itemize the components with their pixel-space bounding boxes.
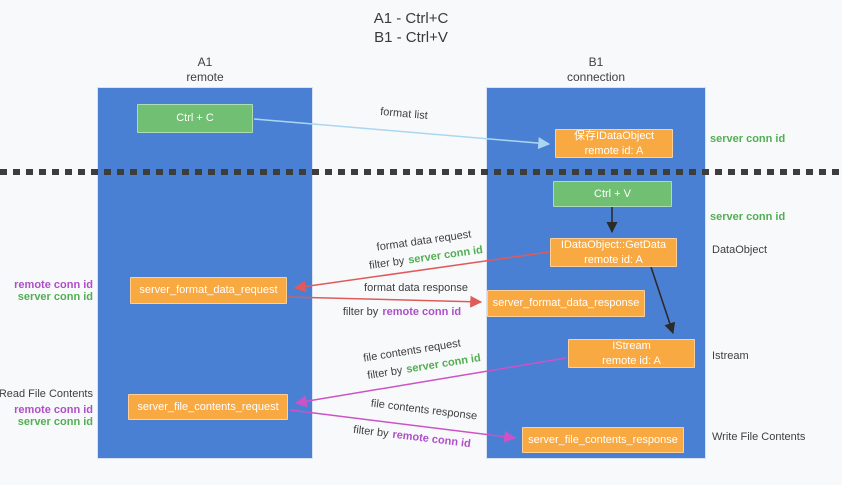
node-save-idataobject-line2: remote id: A xyxy=(584,144,644,157)
column-a1-role: remote xyxy=(186,70,224,84)
node-ctrl-c: Ctrl + C xyxy=(137,104,253,133)
remote-conn-id-highlight-1: remote conn id xyxy=(382,306,462,318)
column-header-a1: A1 remote xyxy=(97,55,313,85)
node-save-idataobject-line1: 保存IDataObject xyxy=(573,130,655,143)
node-ctrl-v: Ctrl + V xyxy=(553,181,672,207)
column-header-b1: B1 connection xyxy=(486,55,706,85)
label-write-file-contents: Write File Contents xyxy=(712,431,806,443)
node-server-format-data-response: server_format_data_response xyxy=(487,290,645,317)
node-server-file-contents-request: server_file_contents_request xyxy=(128,394,288,420)
node-file-request-label: server_file_contents_request xyxy=(137,400,279,413)
column-b1-name: B1 xyxy=(588,55,604,69)
node-ctrl-v-label: Ctrl + V xyxy=(594,187,631,200)
node-file-response-label: server_file_contents_response xyxy=(528,433,678,446)
node-server-format-data-request: server_format_data_request xyxy=(130,277,287,304)
node-istream-line1: IStream xyxy=(612,340,651,353)
filter-by-text: filter by xyxy=(352,423,390,441)
node-idataobject-getdata: IDataObject::GetData remote id: A xyxy=(550,238,677,267)
label-read-file-contents: Read File Contents xyxy=(0,388,93,400)
column-b1-role: connection xyxy=(566,70,626,84)
node-istream: IStream remote id: A xyxy=(568,339,695,368)
diagram-title: A1 - Ctrl+C B1 - Ctrl+V xyxy=(331,10,491,48)
machine-boundary-dotted-line xyxy=(0,169,842,175)
filter-by-text: filter by xyxy=(366,364,404,382)
label-server-conn-id-left-2: server conn id xyxy=(17,416,93,428)
label-istream: Istream xyxy=(712,350,749,362)
label-dataobject: DataObject xyxy=(712,244,768,256)
title-line-1: A1 - Ctrl+C xyxy=(373,10,449,27)
filter-by-text: filter by xyxy=(342,306,379,318)
node-format-response-label: server_format_data_response xyxy=(492,297,640,310)
arrow-format-data-response xyxy=(287,295,483,308)
label-server-conn-id-left-1: server conn id xyxy=(17,291,93,303)
label-server-conn-id-mid: server conn id xyxy=(710,211,786,223)
node-save-idataobject: 保存IDataObject remote id: A xyxy=(555,129,673,158)
filter-by-text: filter by xyxy=(368,255,406,272)
label-format-list: format list xyxy=(379,105,429,123)
node-format-request-label: server_format_data_request xyxy=(139,284,278,297)
node-getdata-line1: IDataObject::GetData xyxy=(560,239,667,252)
label-file-contents-response: file contents response xyxy=(370,397,478,423)
label-server-conn-id-top: server conn id xyxy=(710,133,786,145)
remote-conn-id-highlight-2: remote conn id xyxy=(391,428,472,451)
node-server-file-contents-response: server_file_contents_response xyxy=(522,427,684,453)
node-istream-line2: remote id: A xyxy=(602,354,661,367)
label-format-data-response: format data response xyxy=(364,282,468,294)
title-line-2: B1 - Ctrl+V xyxy=(374,28,448,46)
node-getdata-line2: remote id: A xyxy=(584,253,643,266)
label-remote-conn-id-left-1: remote conn id xyxy=(14,279,93,291)
column-a1-name: A1 xyxy=(197,55,213,69)
label-remote-conn-id-left-2: remote conn id xyxy=(14,404,93,416)
node-ctrl-c-label: Ctrl + C xyxy=(176,112,214,125)
